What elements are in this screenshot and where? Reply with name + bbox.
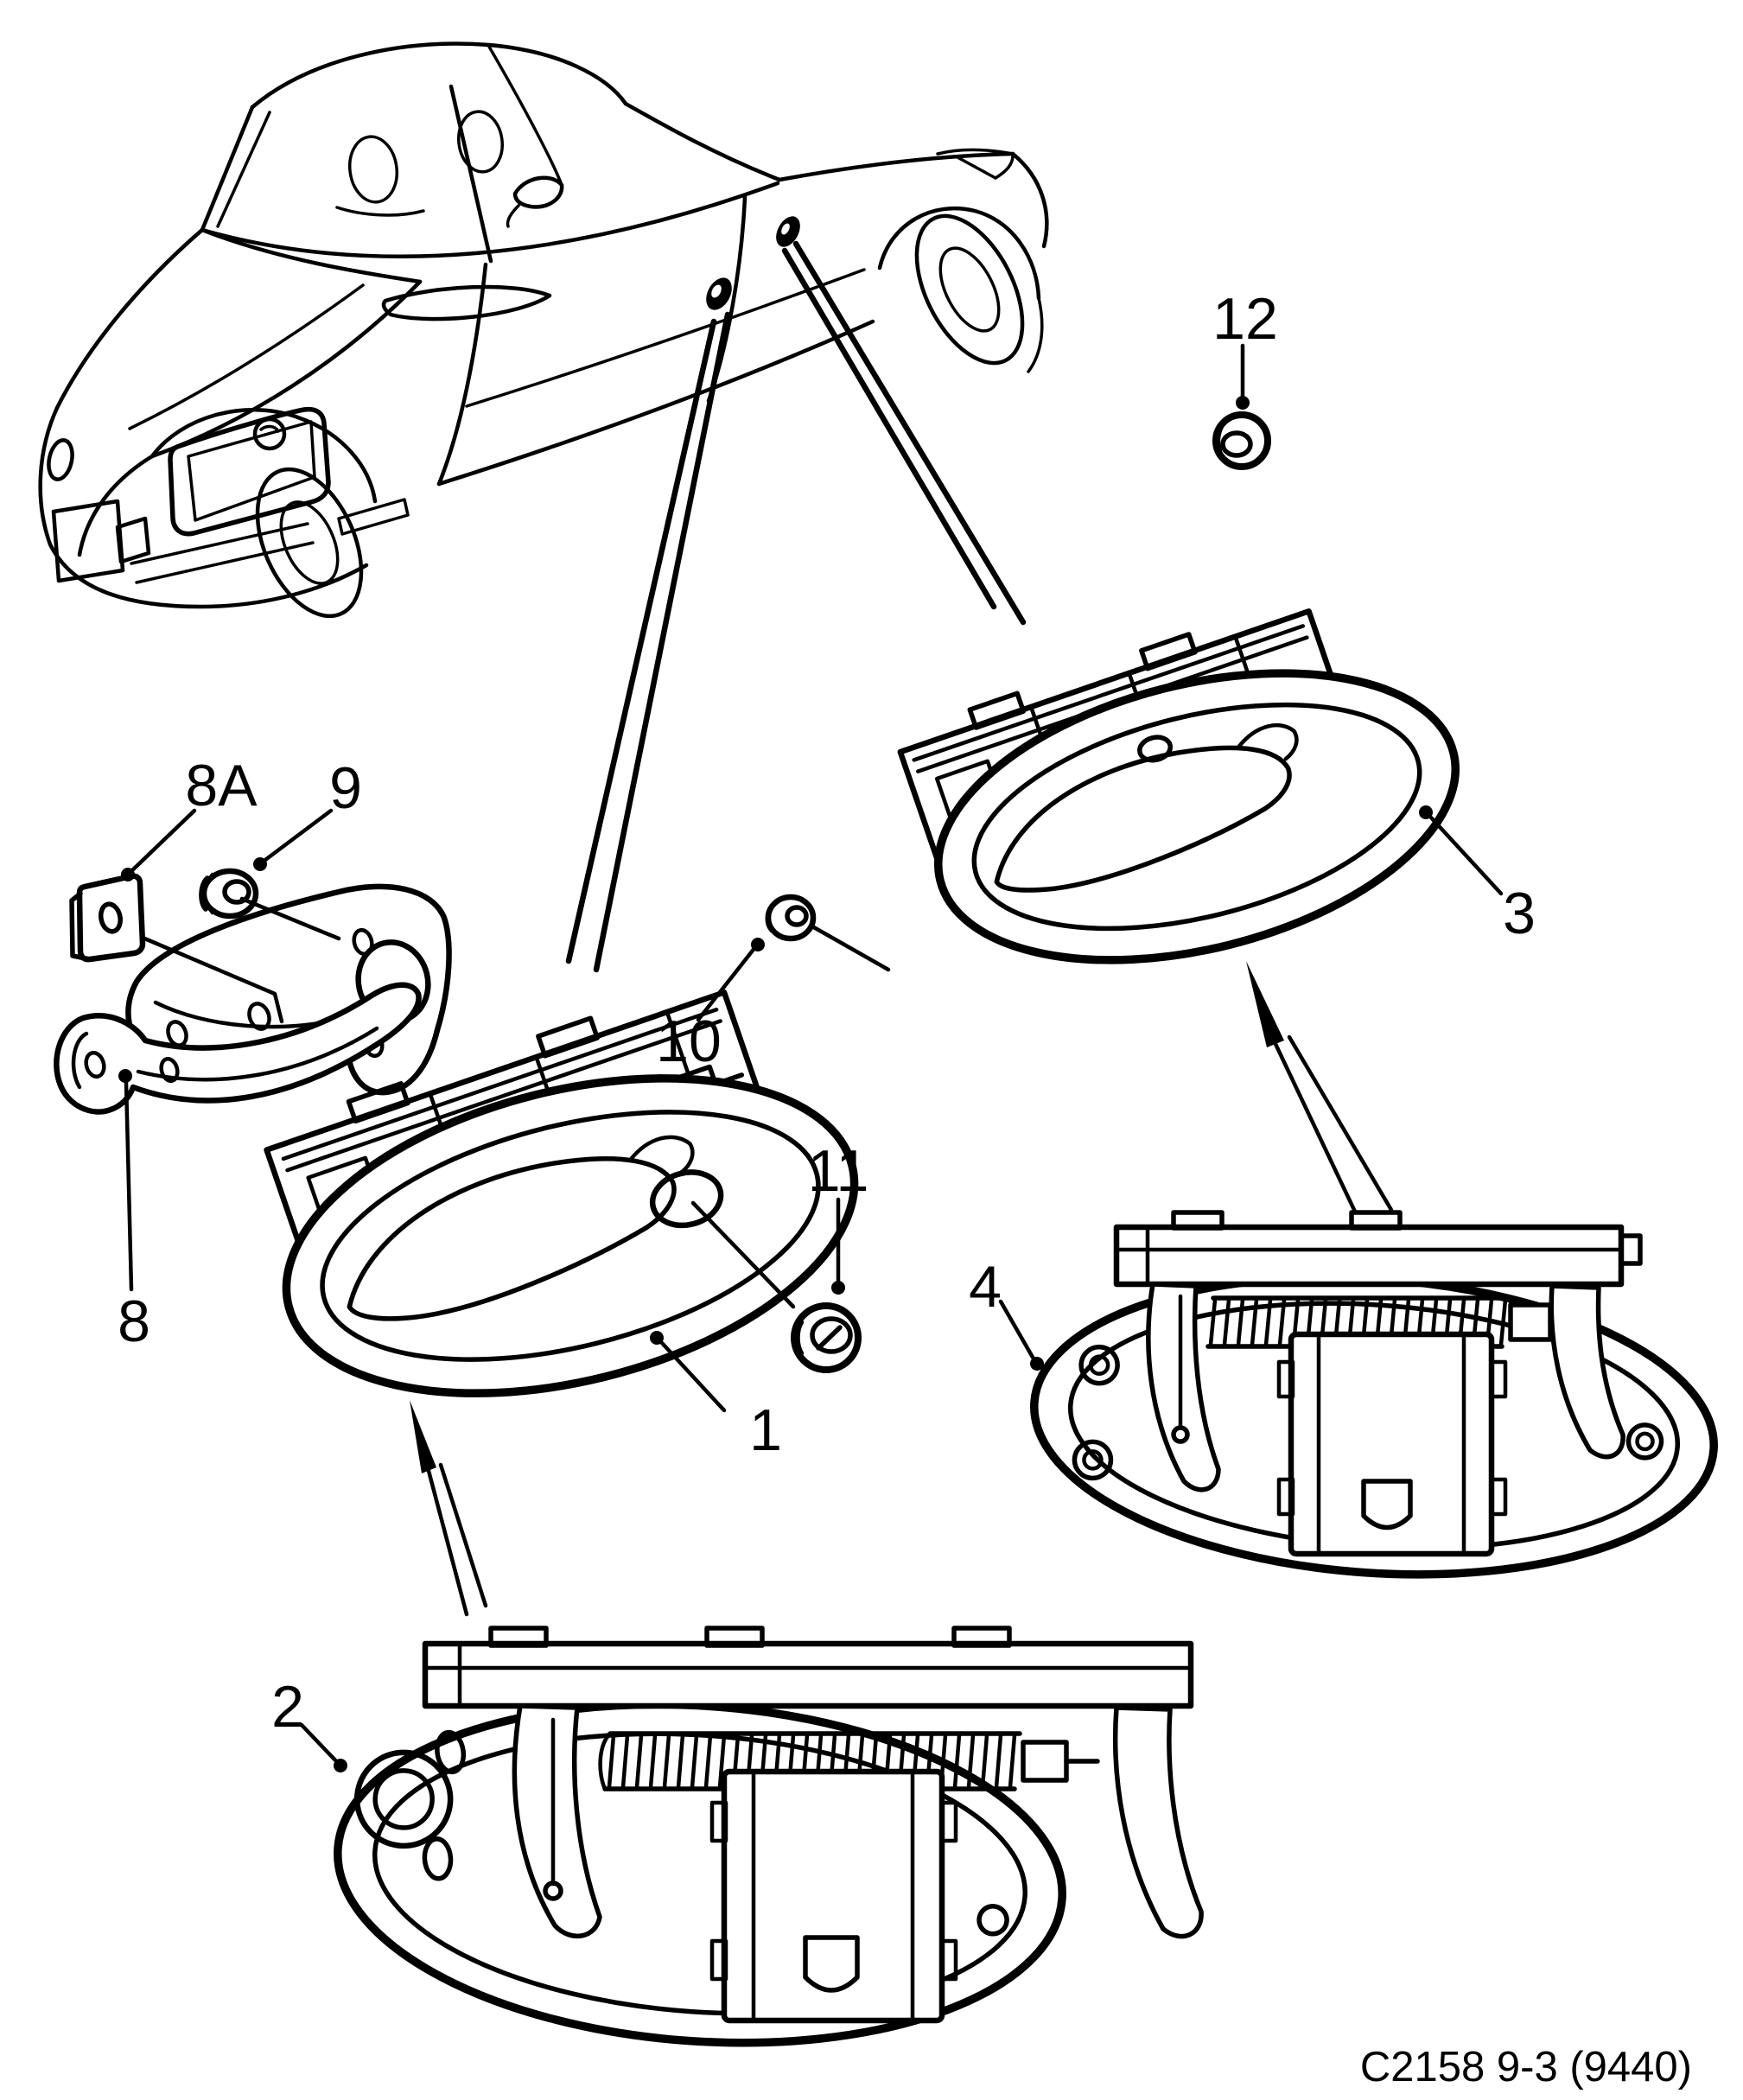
part1-handle-cover [282, 1074, 859, 1397]
keyhole [649, 1169, 724, 1229]
callout-leaders [118, 343, 1504, 1772]
part11-lock-cap [690, 1200, 862, 1373]
part8a-clip [69, 873, 284, 1024]
leader-front-door-handle [565, 311, 731, 973]
part9-nut [199, 868, 341, 941]
part10-grommet [765, 894, 891, 972]
callout-part8: 8 [118, 1289, 150, 1354]
arrow-part3-to-part4 [1246, 961, 1394, 1214]
leader-rear-door-handle [781, 240, 1027, 626]
callout-part2: 2 [271, 1674, 304, 1740]
callout-part9: 9 [329, 755, 362, 821]
callout-part3: 3 [1503, 881, 1536, 946]
callout-part8a: 8A [185, 753, 258, 818]
callout-part12: 12 [1212, 286, 1278, 352]
callout-part11: 11 [808, 1138, 869, 1204]
rear-door-handle-marker [776, 216, 800, 247]
arrow-part1-to-part2 [410, 1400, 488, 1617]
part4-handle-inner [1030, 1210, 1718, 1579]
callout-part10: 10 [656, 1009, 722, 1074]
callout-part1: 1 [749, 1397, 782, 1463]
callout-part4: 4 [969, 1254, 1002, 1320]
drawing-code-caption: C2158 9-3 (9440) [1360, 2044, 1692, 2090]
part12-plug [1212, 411, 1271, 470]
car-illustration [38, 41, 1049, 619]
part2-handle-inner [334, 1626, 1204, 2047]
part8-gasket [54, 982, 422, 1115]
front-door-handle-marker [706, 277, 732, 310]
part3-handle-cover [934, 669, 1460, 964]
